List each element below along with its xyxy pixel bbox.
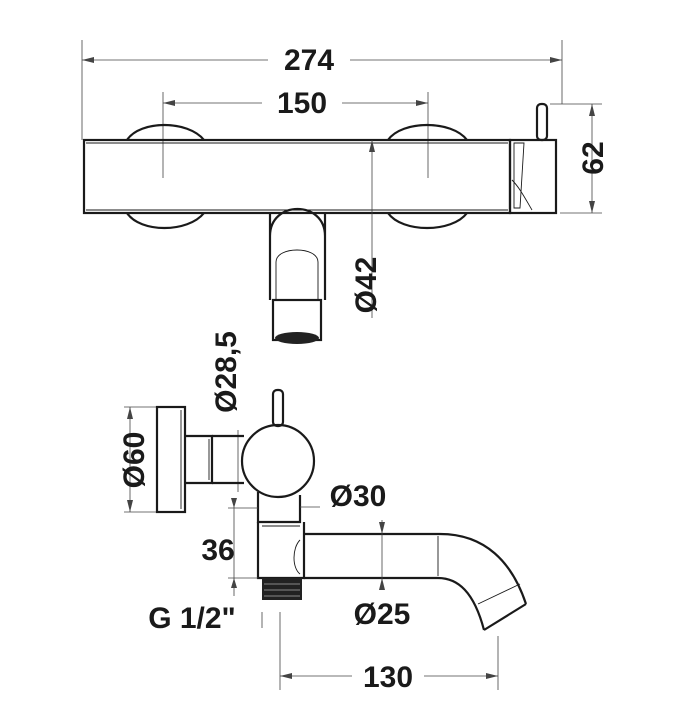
dimension-body-height: 62 [550, 103, 610, 214]
valve-body-circle [240, 423, 316, 499]
dimension-spout-projection: 130 [279, 612, 499, 694]
lever-housing [508, 138, 558, 215]
dim-label-d42: Ø42 [350, 257, 383, 314]
side-lever-handle[interactable] [271, 388, 285, 428]
thread-connector [262, 578, 302, 600]
spout-outlet: Ø42 [268, 140, 383, 344]
aerator-icon [275, 332, 319, 344]
dimension-flange-dia: Ø60 [118, 406, 162, 513]
dimension-outlet-offset: 36 [201, 498, 258, 596]
side-connector [185, 434, 214, 485]
dim-label-d25: Ø25 [354, 598, 411, 631]
dim-label-d285: Ø28,5 [210, 331, 243, 413]
side-wall-flange [155, 405, 187, 514]
side-view: Ø28,5 Ø60 [118, 331, 528, 694]
dimension-overall-width: 274 [81, 40, 563, 140]
dim-label-d60: Ø60 [118, 432, 151, 489]
mixer-body [82, 138, 512, 215]
dim-label-150: 150 [277, 87, 327, 120]
dimension-valve-centres: 150 [162, 87, 429, 178]
lever-handle[interactable] [535, 102, 549, 142]
side-spout: Ø25 [304, 520, 528, 631]
dim-label-36: 36 [201, 534, 234, 567]
dim-label-d30: Ø30 [330, 480, 387, 513]
right-wall-flange [387, 123, 468, 230]
dim-label-62: 62 [577, 141, 610, 174]
side-body-lower [256, 492, 302, 524]
dim-label-274: 274 [284, 44, 334, 77]
left-wall-flange [126, 123, 205, 230]
dim-label-130: 130 [363, 661, 413, 694]
top-view: 274 150 62 [81, 40, 610, 344]
dim-label-thread: G 1/2" [148, 602, 236, 635]
